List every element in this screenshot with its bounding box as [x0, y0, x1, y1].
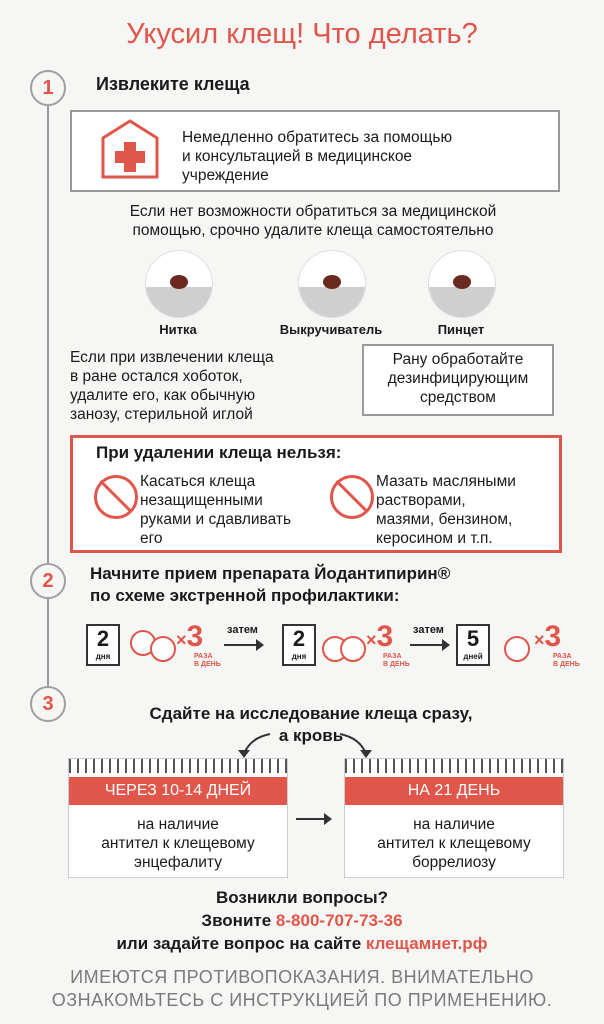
tool-label-thread: Нитка — [159, 322, 197, 337]
step-1-heading: Извлеките клеща — [96, 74, 250, 94]
pill-icon — [150, 636, 176, 662]
forbidden-heading: При удалении клеща нельзя: — [96, 443, 342, 462]
then-label-1: затем — [227, 624, 258, 636]
forbidden-touch-text: Касаться клеща незащищенными руками и сд… — [140, 473, 292, 547]
questions-line: Возникли вопросы? — [215, 888, 389, 907]
arrow-right-icon — [224, 639, 264, 651]
test-card-encephalitis: ЧЕРЕЗ 10-14 ДНЕЙ на наличие антител к кл… — [68, 758, 288, 878]
arrow-right-icon — [296, 813, 332, 825]
hospital-icon — [101, 119, 159, 179]
pill-icon — [504, 636, 530, 662]
schedule-days-1: 2 дня — [86, 624, 120, 666]
site-link[interactable]: клещамнет.рф — [365, 934, 488, 953]
schedule-times-1: ×3 — [176, 620, 204, 653]
step-3-badge: 3 — [30, 686, 66, 722]
pill-icon — [340, 636, 366, 662]
self-removal-note: Если нет возможности обратиться за медиц… — [129, 203, 497, 239]
disinfect-box — [362, 344, 554, 416]
proboscis-note: Если при извлечении клеща в ране остался… — [70, 349, 274, 423]
no-touch-icon — [94, 475, 138, 519]
twister-method-image — [298, 250, 366, 318]
tweezers-method-image — [428, 250, 496, 318]
page-title: Укусил клещ! Что делать? — [126, 18, 478, 50]
schedule-days-3: 5 дней — [456, 624, 490, 666]
step-1-badge: 1 — [30, 70, 66, 106]
thread-method-image — [145, 250, 213, 318]
test-card-borreliosis: НА 21 ДЕНЬ на наличие антител к клещевом… — [344, 758, 564, 878]
schedule-times-3: ×3 — [534, 620, 562, 653]
schedule-days-2: 2 дня — [282, 624, 316, 666]
no-oil-icon — [330, 475, 374, 519]
step-3-heading: Сдайте на исследование клеща сразу, а кр… — [149, 704, 473, 745]
step-2-badge: 2 — [30, 563, 66, 599]
site-line: или задайте вопрос на сайте клещамнет.рф — [116, 934, 488, 953]
split-arrows-icon — [238, 733, 372, 758]
contraindications-warning: ИМЕЮТСЯ ПРОТИВОПОКАЗАНИЯ. ВНИМАТЕЛЬНО ОЗ… — [51, 967, 553, 1010]
disinfect-text: Рану обработайте дезинфицирующим средств… — [387, 351, 529, 406]
forbidden-box — [70, 435, 562, 553]
tool-label-tweezers: Пинцет — [437, 322, 485, 337]
step-2-heading: Начните прием препарата Йодантипирин® по… — [90, 564, 451, 605]
then-label-2: затем — [413, 624, 444, 636]
schedule-times-2: ×3 — [366, 620, 394, 653]
medical-help-text: Немедленно обратитесь за помощью и консу… — [182, 129, 453, 184]
tool-label-twister: Выкручиватель — [279, 322, 383, 337]
phone-number[interactable]: 8-800-707-73-36 — [275, 911, 403, 930]
arrow-right-icon — [410, 639, 450, 651]
forbidden-oil-text: Мазать масляными растворами, мазями, бен… — [376, 473, 516, 547]
phone-line: Звоните 8-800-707-73-36 — [201, 911, 403, 930]
timeline-line — [47, 100, 49, 690]
